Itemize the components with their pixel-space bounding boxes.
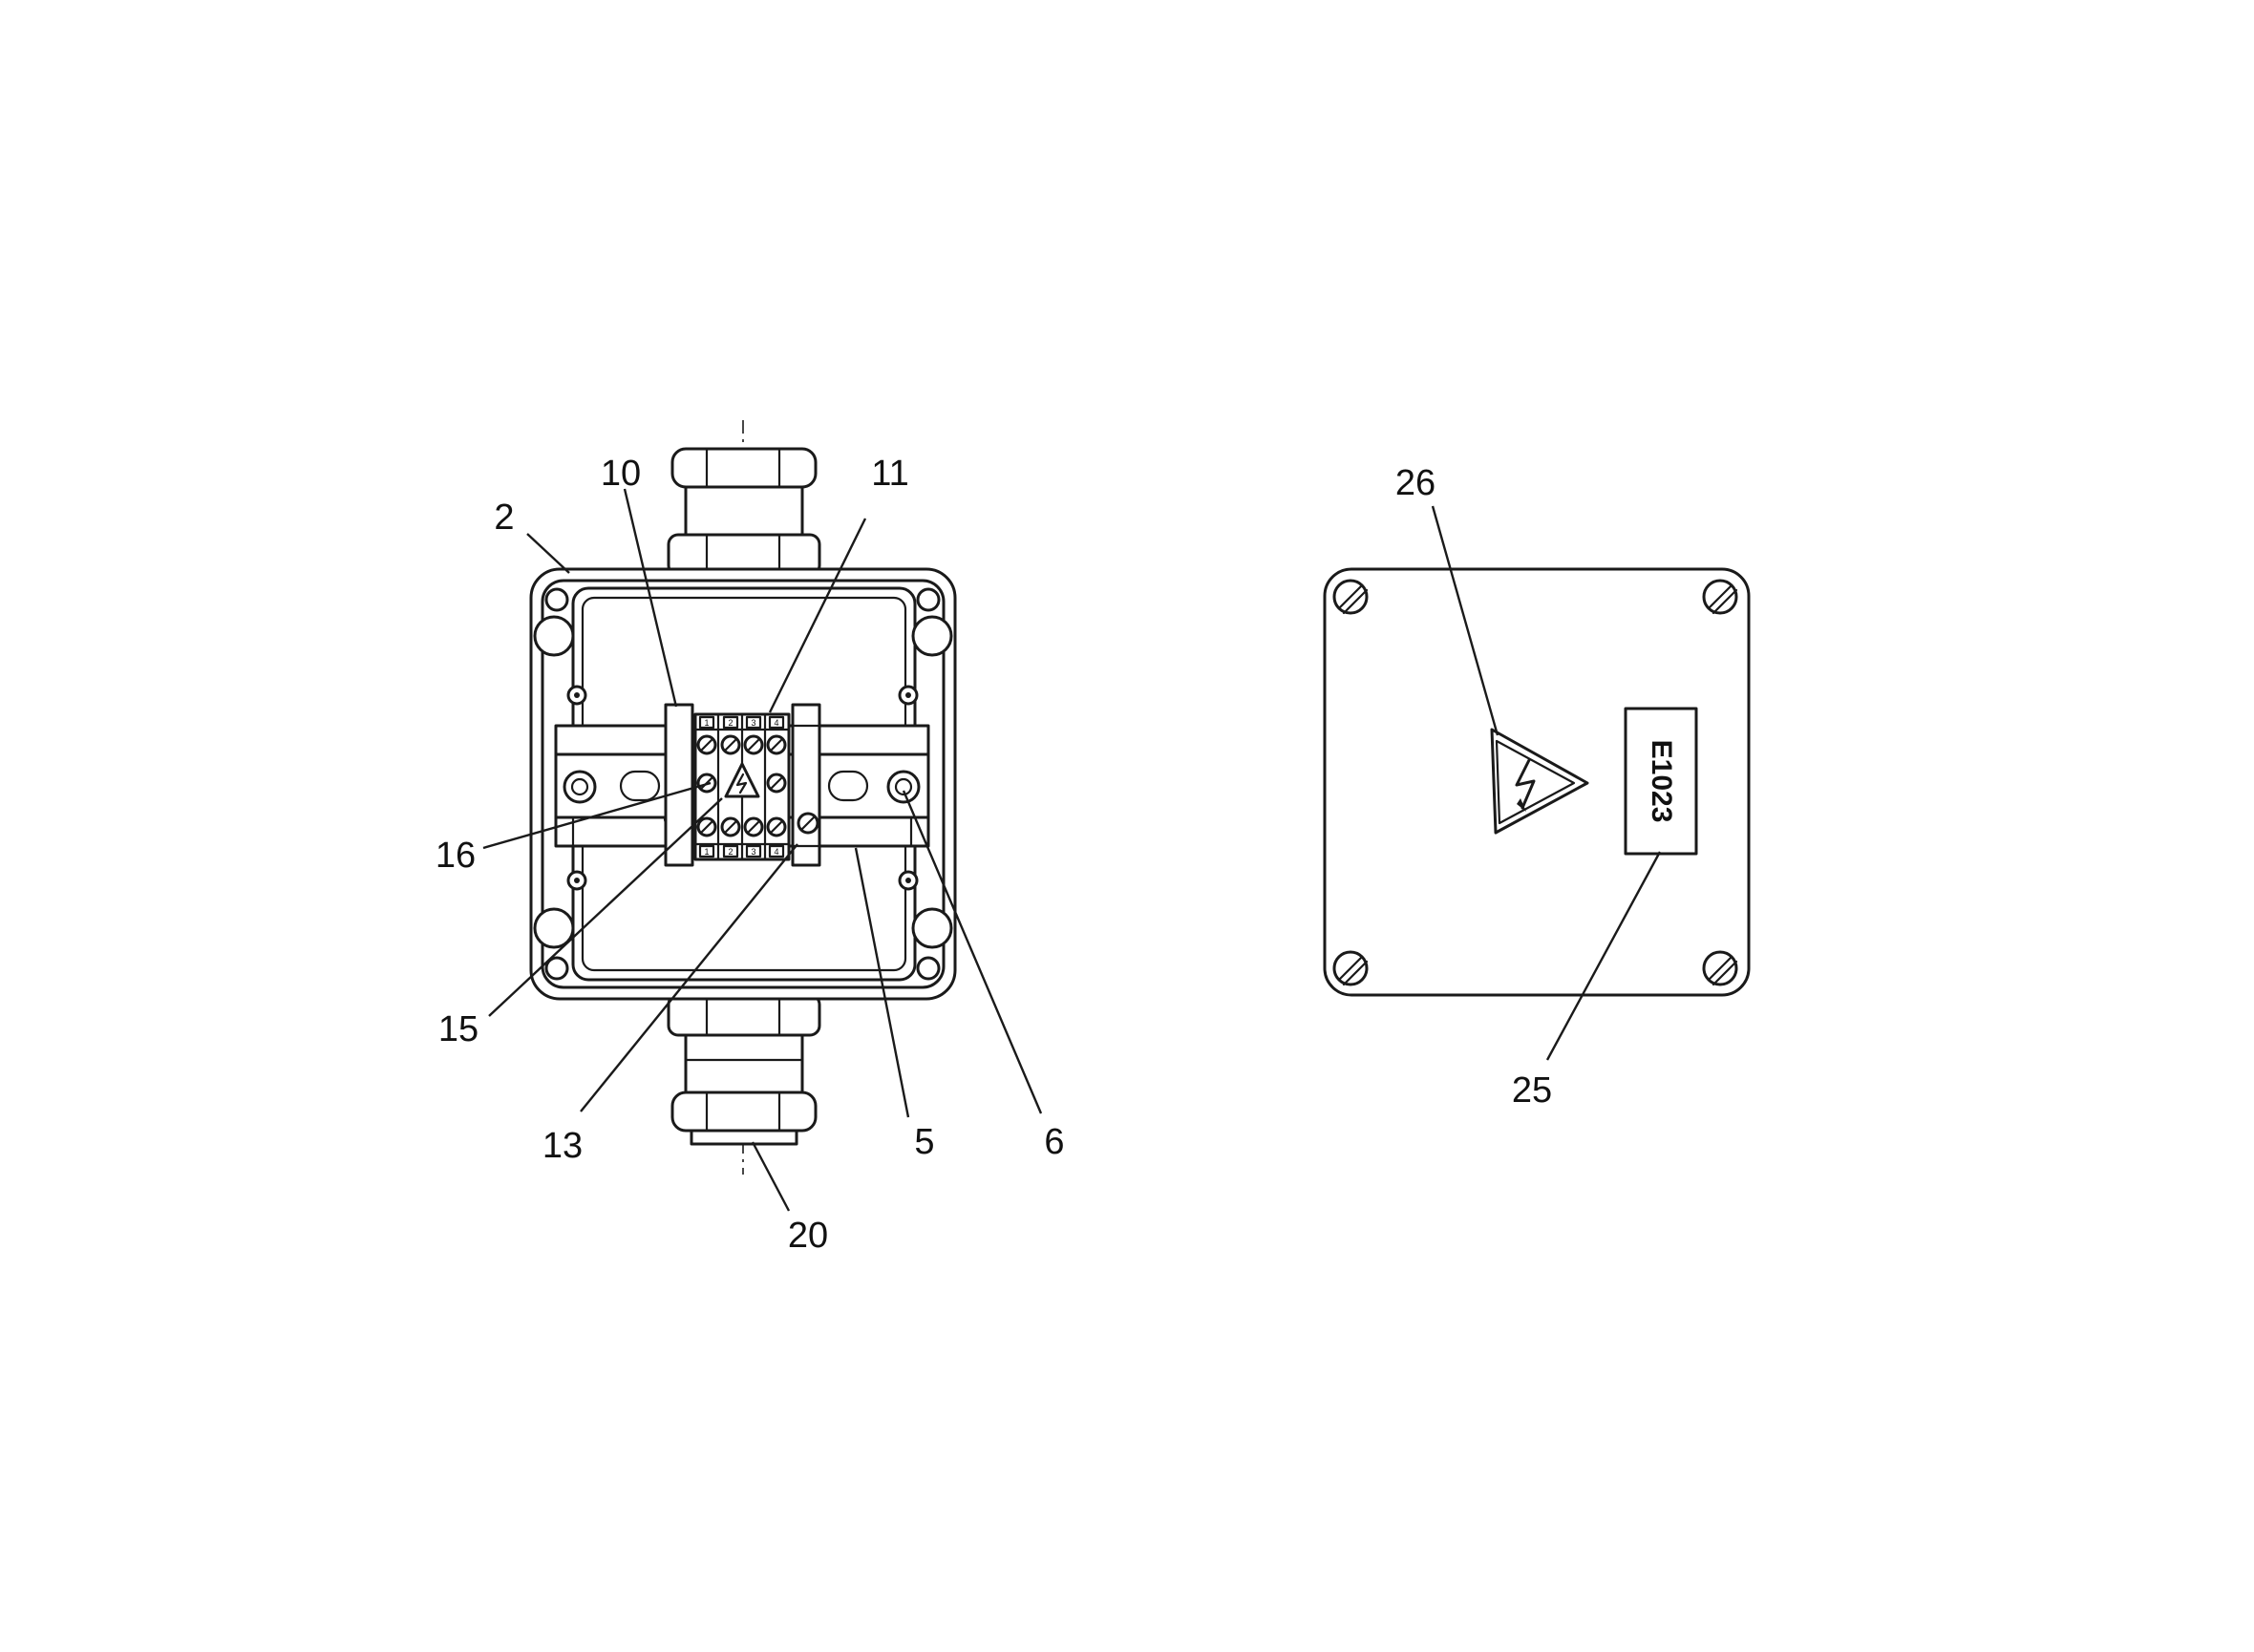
cover-screws: [1332, 579, 1738, 986]
callout-16: 16: [436, 836, 476, 876]
right-end-clamp: [791, 703, 821, 867]
terminal-number: 4: [774, 718, 778, 728]
callout-26: 26: [1395, 463, 1435, 503]
left-end-clamp: [664, 703, 694, 867]
callout-5: 5: [914, 1122, 934, 1162]
terminal-numbers-bottom: 1 2 3 4: [698, 844, 785, 858]
terminal-number: 3: [751, 847, 755, 857]
closed-cover: E1023: [1323, 505, 1751, 1061]
callout-15: 15: [438, 1009, 478, 1049]
cover-id-label: E1023: [1624, 707, 1698, 856]
mounting-bosses: [533, 587, 953, 981]
terminal-number: 2: [728, 847, 733, 857]
terminal-number: 1: [704, 847, 709, 857]
cover-label-text: E1023: [1646, 740, 1677, 823]
callout-25: 25: [1512, 1070, 1552, 1111]
lid-screw-holes: [566, 685, 919, 891]
high-voltage-warning-icon: [1490, 728, 1589, 835]
terminal-screws: [696, 734, 787, 837]
callout-13: 13: [542, 1126, 583, 1166]
terminal-number: 1: [704, 718, 709, 728]
callout-numbers: 2 10 11 16 15 13 5 6 20 26 25: [436, 454, 1552, 1256]
terminal-block: 1 2 3 4 1 2 3 4: [693, 712, 791, 861]
callout-11: 11: [871, 454, 908, 494]
leader-lines-right: [1431, 505, 1662, 1061]
callout-20: 20: [788, 1216, 828, 1256]
rail-fixing-screws: [563, 770, 921, 804]
terminal-numbers-top: 1 2 3 4: [698, 715, 785, 730]
terminal-number: 3: [751, 718, 755, 728]
terminal-number: 4: [774, 847, 778, 857]
callout-6: 6: [1044, 1122, 1064, 1162]
callout-2: 2: [494, 498, 514, 538]
high-voltage-warning-icon: [724, 762, 760, 798]
terminal-number: 2: [728, 718, 733, 728]
open-junction-box: 1 2 3 4 1 2 3 4: [482, 420, 1043, 1212]
leader-lines-left: [482, 488, 1043, 1212]
callout-10: 10: [601, 454, 641, 494]
